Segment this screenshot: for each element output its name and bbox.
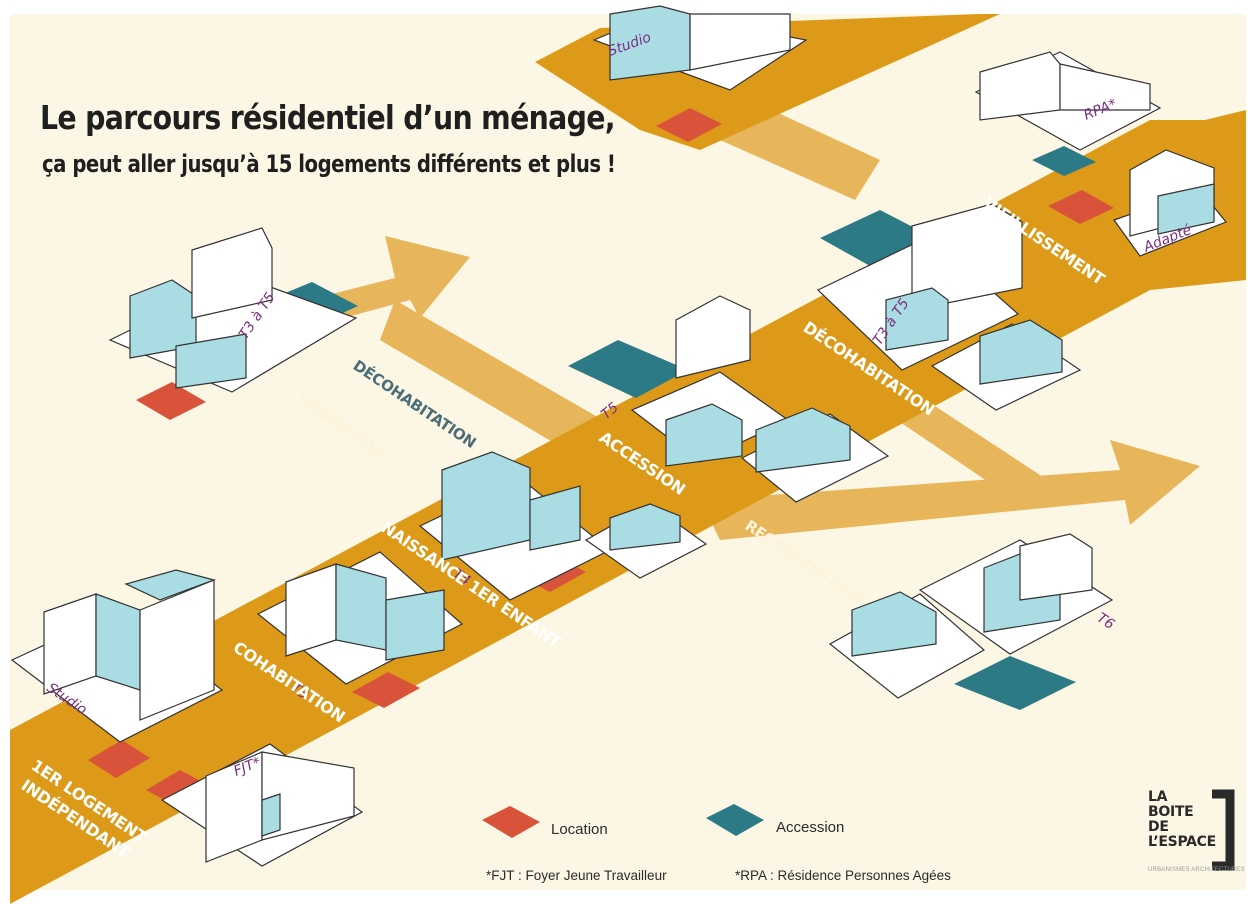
legend-location-label: Location [551, 821, 608, 838]
page-title: Le parcours résidentiel d’un ménage, [40, 98, 616, 137]
accession-pads [268, 146, 1096, 710]
page-subtitle: ça peut aller jusqu’à 15 logements diffé… [42, 150, 616, 178]
note-fjt: *FJT : Foyer Jeune Travailleur [486, 868, 667, 883]
logo-frame [1212, 789, 1235, 871]
logo-tagline: URBANISMES ARCHITECTURES [1148, 867, 1245, 873]
label-t6: T6 [1094, 610, 1117, 633]
recomposition-arrow [700, 440, 1200, 540]
legend-accession-swatch [706, 804, 764, 836]
legend-location-swatch [482, 806, 540, 838]
flow-separation: SÉPARATION [294, 390, 390, 463]
note-rpa: *RPA : Résidence Personnes Agées [735, 868, 951, 883]
logo-wordmark: LA BOITE DE L’ESPACE [1148, 789, 1216, 850]
house-blocks [43, 5, 1215, 863]
logo: LA BOITE DE L’ESPACE URBANISMES ARCHITEC… [1148, 789, 1245, 880]
decohabitation-side-arrow [380, 300, 620, 470]
legend-accession-label: Accession [776, 819, 845, 836]
